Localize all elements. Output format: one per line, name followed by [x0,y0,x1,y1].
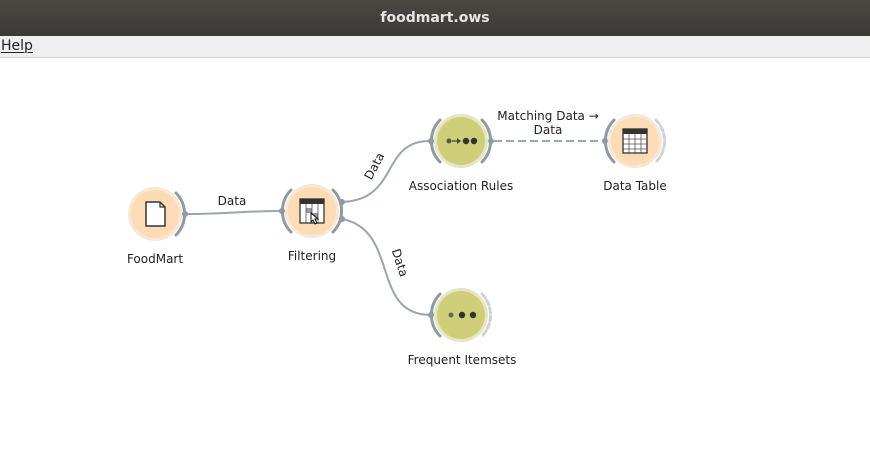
link-foodmart-filtering[interactable] [184,210,283,215]
widget-foodmart-output-port[interactable] [182,211,188,217]
file-icon [145,201,166,227]
workflow-canvas[interactable]: Data Data Data Matching Data → Data Food… [0,58,870,469]
widget-filtering-output-port-top[interactable] [339,199,345,205]
link-filtering-freq[interactable] [341,218,432,316]
widget-filtering[interactable]: Filtering [279,184,345,263]
widget-freq-label: Frequent Itemsets [408,353,517,367]
widget-freq-input-port[interactable] [428,312,434,318]
window-titlebar: foodmart.ows [0,0,870,36]
widget-filtering-input-port[interactable] [279,208,285,214]
widget-table-output-arc [654,118,667,164]
widget-freq-output-arc [480,292,493,338]
widget-assoc-input-port[interactable] [428,138,434,144]
widget-foodmart[interactable]: FoodMart [127,187,188,266]
widget-filtering-output-port-bottom[interactable] [339,216,345,222]
filter-table-icon [299,198,325,225]
link-label-filtering-freq: Data [389,247,411,279]
link-label-filtering-assoc: Data [362,150,388,182]
link-label-assoc-table-line2: Data [534,123,563,137]
widget-assoc-output-port[interactable] [488,138,494,144]
frequent-itemsets-icon [448,311,477,319]
widget-frequent-itemsets[interactable]: Frequent Itemsets [408,288,517,367]
widget-foodmart-label: FoodMart [127,252,183,266]
widget-association-rules[interactable]: Association Rules [409,114,514,193]
window-title: foodmart.ows [380,10,490,26]
association-rules-icon [446,137,478,145]
link-filtering-assoc[interactable] [341,139,432,203]
menu-bar: Help [0,36,870,58]
widget-data-table[interactable]: Data Table [602,114,667,193]
link-label-assoc-table-line1: Matching Data → [497,109,599,123]
table-icon [622,128,648,154]
link-label-foodmart-filtering: Data [218,194,247,208]
widget-filtering-output-arc [331,188,344,234]
workflow-svg: Data Data Data Matching Data → Data Food… [127,109,667,367]
menu-item-help[interactable]: Help [1,38,33,54]
widget-filtering-label: Filtering [288,249,336,263]
widget-assoc-label: Association Rules [409,179,514,193]
widget-table-label: Data Table [603,179,667,193]
widget-table-input-port[interactable] [602,138,608,144]
